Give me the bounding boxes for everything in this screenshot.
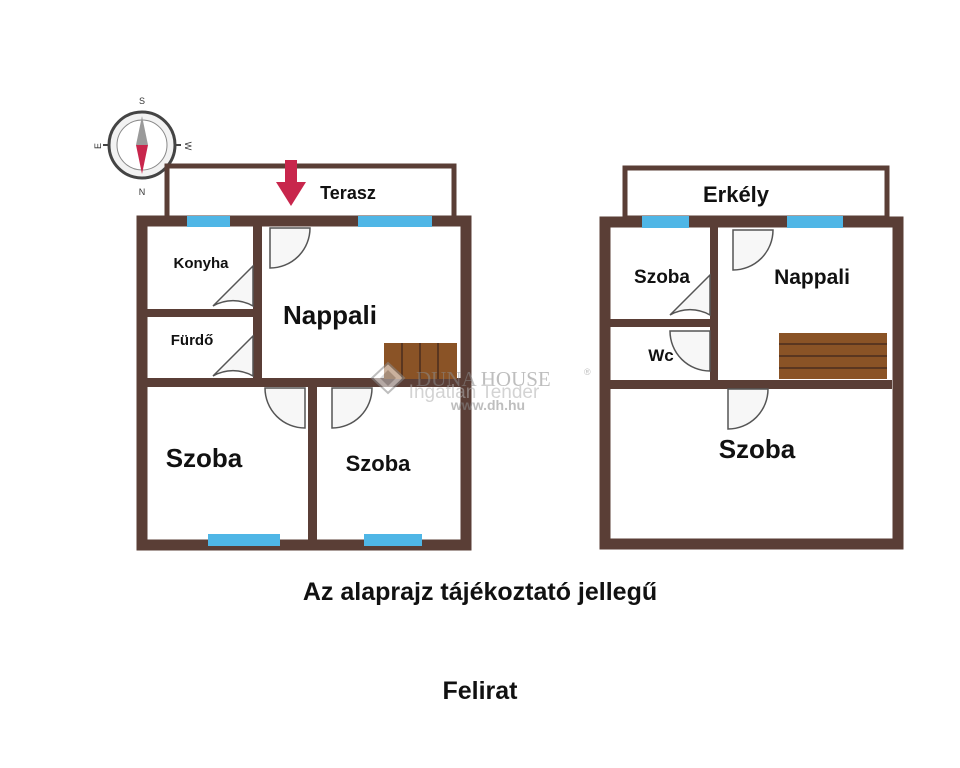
label-upper-living-room: Nappali	[774, 266, 850, 289]
upper-door-wc	[669, 330, 711, 372]
upper-window-left	[642, 216, 689, 228]
label-living-room: Nappali	[283, 300, 377, 330]
label-balcony: Erkély	[703, 182, 770, 207]
compass-label-w: W	[183, 142, 193, 151]
door-room-right	[331, 387, 373, 429]
entrance-arrow-icon	[276, 160, 306, 206]
duna-house-logo-icon	[370, 361, 406, 395]
compass-needle-up	[136, 116, 148, 145]
ground-floor-outer-wall	[136, 215, 472, 551]
upper-stairs	[779, 333, 887, 379]
wall-horizontal-main	[147, 378, 461, 387]
wall-upper-room-wc	[610, 319, 714, 327]
label-kitchen: Konyha	[173, 255, 229, 272]
wall-left-column	[253, 226, 262, 382]
compass-icon: S N E W	[93, 96, 193, 197]
window-bottom-left	[208, 534, 280, 546]
label-room-large: Szoba	[719, 434, 796, 464]
upper-door-living-room	[732, 229, 774, 271]
compass-label-s: S	[139, 96, 145, 106]
label-room-right: Szoba	[346, 451, 412, 476]
compass-label-e: E	[93, 143, 103, 149]
disclaimer-text: Az alaprajz tájékoztató jellegű	[302, 578, 658, 606]
label-wc: Wc	[648, 346, 674, 365]
door-entrance	[269, 227, 311, 269]
wall-between-rooms	[308, 384, 317, 540]
door-bathroom	[212, 334, 254, 378]
caption-text: Felirat	[442, 677, 518, 705]
compass-label-n: N	[139, 187, 146, 197]
compass-needle-down	[136, 145, 148, 174]
label-room-left: Szoba	[166, 443, 243, 473]
label-terrace: Terasz	[320, 183, 376, 203]
upper-floor-outer-wall	[599, 216, 904, 550]
upper-door-room-large	[727, 388, 769, 430]
upper-door-room-small	[669, 273, 711, 317]
watermark-brand: DUNA HOUSE	[416, 367, 551, 391]
terrace-outline	[164, 163, 457, 221]
door-room-left	[264, 387, 306, 429]
window-top-left	[187, 216, 230, 227]
watermark-sub: Ingatlan Tender	[409, 382, 540, 403]
wall-kitchen-bath	[147, 309, 257, 317]
upper-floor-plan: Erkély Szoba Nappali Wc Szoba	[599, 165, 904, 550]
upper-window-right	[787, 216, 843, 228]
watermark-url: www.dh.hu	[450, 397, 525, 413]
watermark: DUNA HOUSE ® Ingatlan Tender www.dh.hu	[370, 361, 591, 413]
window-top-right	[358, 216, 432, 227]
label-bathroom: Fürdő	[171, 332, 214, 349]
wall-upper-vertical	[710, 227, 718, 383]
wall-upper-horizontal	[610, 380, 892, 389]
label-room-small: Szoba	[634, 267, 690, 288]
watermark-registered: ®	[584, 367, 591, 377]
ground-floor-plan: Terasz Konyha Fürdő Nappali Szoba Szoba	[136, 160, 472, 551]
window-bottom-right	[364, 534, 422, 546]
door-kitchen	[212, 264, 254, 308]
